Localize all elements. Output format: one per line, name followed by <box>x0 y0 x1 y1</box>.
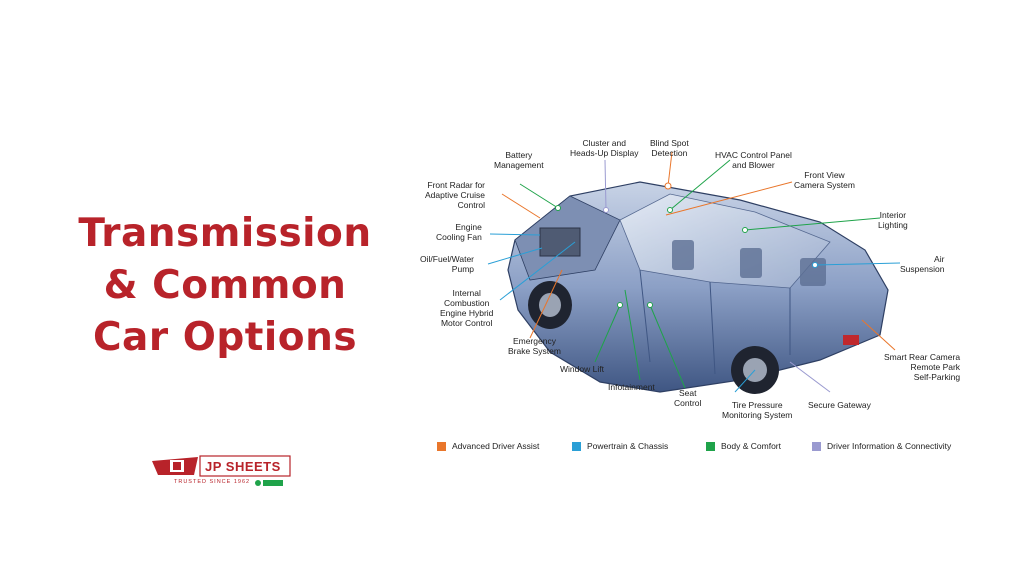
car-illustration <box>487 151 901 394</box>
orange-swatch-icon <box>437 441 446 451</box>
front-wheel-icon <box>528 281 572 329</box>
legend-item: Advanced Driver Assist <box>437 441 539 451</box>
green-swatch-icon <box>706 441 715 451</box>
purple-swatch-icon <box>812 441 821 451</box>
title-line-2: & Common <box>103 263 347 308</box>
logo-tagline: TRUSTED SINCE 1962 <box>174 479 251 485</box>
label-secure-gateway: Secure Gateway <box>808 400 871 410</box>
logo-mark-icon <box>152 455 291 486</box>
diagram-legend: Advanced Driver Assist Powertrain & Chas… <box>437 441 977 455</box>
label-window-lift: Window Lift <box>560 364 604 374</box>
legend-item: Driver Information & Connectivity <box>812 441 951 451</box>
legend-item: Powertrain & Chassis <box>572 441 668 451</box>
legend-item: Body & Comfort <box>706 441 781 451</box>
title-line-3: Car Options <box>92 315 358 360</box>
page-title: Transmission & Common Car Options <box>40 208 410 364</box>
title-line-1: Transmission <box>78 211 372 256</box>
jp-sheets-logo: JP SHEETS TRUSTED SINCE 1962 <box>150 453 295 495</box>
label-infotainment: Infotainment <box>608 382 655 392</box>
blue-swatch-icon <box>572 441 581 451</box>
logo-name: JP SHEETS <box>205 459 281 474</box>
